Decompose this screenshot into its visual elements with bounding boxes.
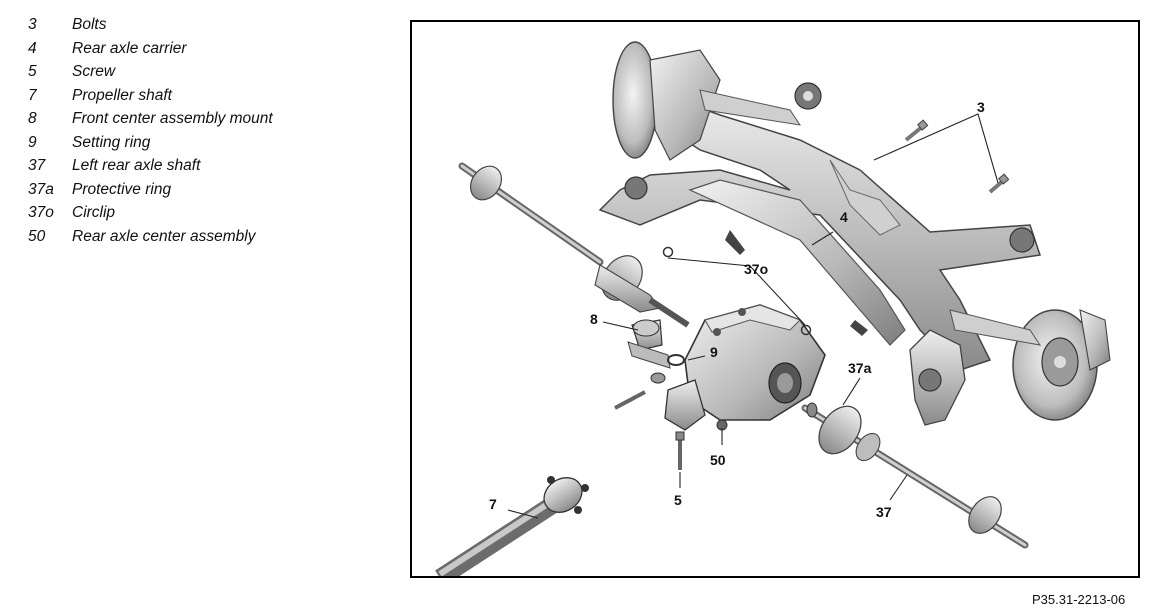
legend-number: 4 (28, 39, 37, 57)
legend-label: Screw (72, 63, 116, 80)
callout-8: 8 (590, 311, 598, 327)
legend-number: 3 (28, 16, 37, 33)
callout-37: 37 (876, 504, 892, 520)
legend-label: Rear axle center assembly (72, 227, 256, 245)
left-wheel-hub (612, 41, 802, 161)
screw (675, 431, 685, 470)
rear-axle-exploded-drawing: 3 4 37o 8 9 37a 50 5 7 37 (435, 41, 1111, 576)
exploded-view-frame: 3 4 37o 8 9 37a 50 5 7 37 (410, 20, 1140, 578)
callout-3: 3 (977, 99, 985, 115)
legend-label: Front center assembly mount (72, 110, 273, 127)
legend-item-37: 37 Left rear axle shaft (28, 154, 273, 178)
legend-item-7: 7 Propeller shaft (28, 84, 273, 108)
callout-4: 4 (840, 209, 848, 225)
front-center-assembly-mount (614, 319, 671, 410)
legend-item-37o: 37o Circlip (28, 201, 273, 225)
legend-label: Rear axle carrier (72, 39, 187, 57)
legend-label: Protective ring (72, 180, 172, 198)
legend-number: 7 (28, 86, 37, 104)
right-brake-disc (949, 309, 1111, 421)
legend-item-3: 3 Bolts (28, 13, 273, 37)
callout-5: 5 (674, 492, 682, 508)
legend-number: 37o (28, 204, 54, 221)
callout-37a: 37a (848, 360, 872, 376)
legend-number: 9 (28, 133, 37, 151)
propeller-shaft (435, 476, 589, 576)
callout-9: 9 (710, 344, 718, 360)
setting-ring (667, 354, 685, 366)
legend-item-8: 8 Front center assembly mount (28, 107, 273, 131)
legend-label: Propeller shaft (72, 86, 172, 104)
legend-item-4: 4 Rear axle carrier (28, 37, 273, 61)
legend-number: 8 (28, 110, 37, 127)
circlips (662, 246, 812, 336)
legend-number: 50 (28, 227, 46, 245)
legend-item-50: 50 Rear axle center assembly (28, 225, 273, 249)
rear-axle-carrier (598, 82, 1041, 426)
legend-number: 5 (28, 63, 37, 80)
callout-7: 7 (489, 496, 497, 512)
legend-label: Bolts (72, 16, 107, 33)
callout-50: 50 (710, 452, 726, 468)
upper-axle-shaft (458, 162, 690, 328)
legend-label: Setting ring (72, 133, 151, 151)
legend-label: Circlip (72, 204, 116, 221)
legend-number: 37a (28, 180, 54, 198)
legend-item-37a: 37a Protective ring (28, 178, 273, 202)
parts-legend: 3 Bolts 4 Rear axle carrier 5 Screw 7 Propel… (28, 13, 273, 248)
legend-number: 37 (28, 157, 46, 174)
legend-item-9: 9 Setting ring (28, 131, 273, 155)
legend-label: Left rear axle shaft (72, 157, 201, 174)
callout-37o: 37o (744, 261, 768, 277)
rear-axle-center-assembly (664, 304, 826, 431)
legend-item-5: 5 Screw (28, 60, 273, 84)
figure-code: P35.31-2213-06 (1032, 592, 1126, 607)
left-rear-axle-shaft (801, 402, 1029, 549)
bolts (904, 119, 1010, 194)
leader-lines (507, 113, 999, 519)
